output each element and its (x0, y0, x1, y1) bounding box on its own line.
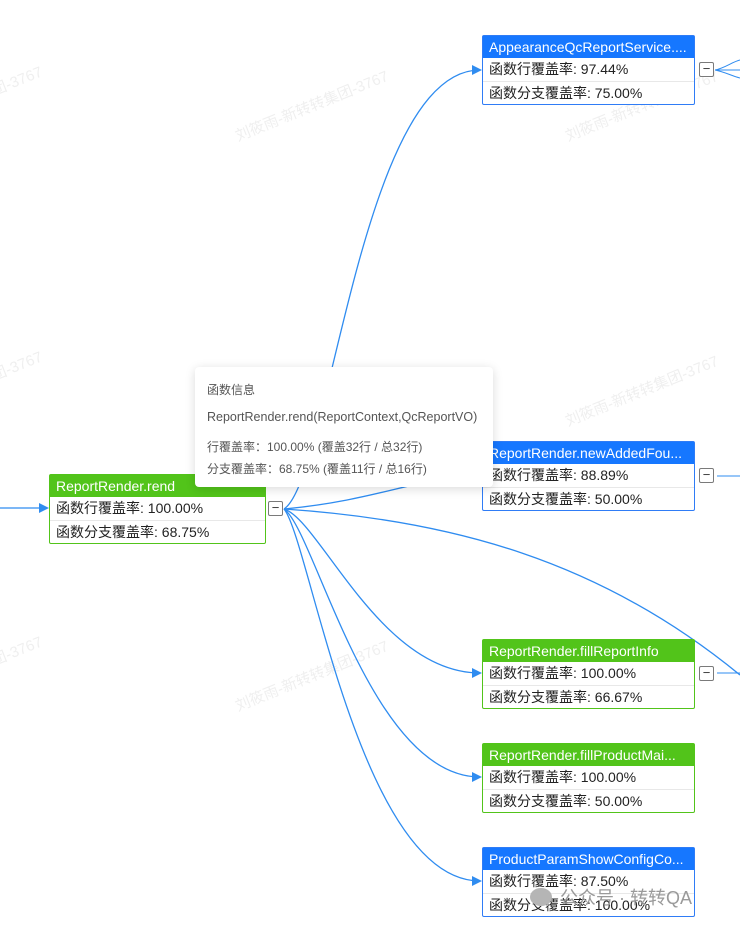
wechat-account-watermark: 公众号 · 转转QA (530, 884, 692, 910)
child-node-fillreportinfo[interactable]: ReportRender.fillReportInfo 函数行覆盖率: 100.… (482, 639, 695, 709)
collapse-button[interactable]: − (699, 666, 714, 681)
line-coverage: 函数行覆盖率: 87.50% (489, 873, 629, 889)
tooltip-line-coverage: 行覆盖率：100.00% (覆盖32行 / 总32行) (207, 440, 423, 454)
edge-appearance-out (714, 59, 740, 71)
collapse-button[interactable]: − (699, 62, 714, 77)
node-title: ProductParamShowConfigCo... (483, 848, 694, 870)
branch-coverage: 函数分支覆盖率: 50.00% (483, 487, 694, 511)
branch-coverage: 函数分支覆盖率: 66.67% (483, 685, 694, 709)
child-node-newadded[interactable]: ReportRender.newAddedFou... 函数行覆盖率: 88.8… (482, 441, 695, 511)
child-node-appearance[interactable]: AppearanceQcReportService.... 函数行覆盖率: 97… (482, 35, 695, 105)
account-name: 公众号 · 转转QA (560, 888, 693, 908)
tooltip-signature: ReportRender.rend(ReportContext,QcReport… (207, 410, 478, 424)
edge-offscreen (283, 508, 740, 676)
child-node-fillproduct[interactable]: ReportRender.fillProductMai... 函数行覆盖率: 1… (482, 743, 695, 813)
line-coverage: 函数行覆盖率: 88.89% (489, 467, 629, 483)
node-title: ReportRender.newAddedFou... (483, 442, 694, 464)
branch-coverage: 函数分支覆盖率: 100.00% (483, 893, 694, 917)
wechat-icon (530, 888, 552, 906)
tooltip-branch-coverage: 分支覆盖率：68.75% (覆盖11行 / 总16行) (207, 462, 427, 476)
node-title: ReportRender.fillProductMai... (483, 744, 694, 766)
edge-to-fillproduct (283, 508, 482, 782)
edge-to-productparam (283, 508, 482, 886)
tooltip-title: 函数信息 (207, 383, 256, 397)
edge-appearance-out (714, 69, 740, 79)
branch-coverage: 函数分支覆盖率: 75.00% (483, 81, 694, 105)
edge-to-fillreportinfo (283, 508, 482, 678)
line-coverage: 函数行覆盖率: 100.00% (489, 769, 637, 785)
branch-coverage: 函数分支覆盖率: 68.75% (50, 520, 265, 544)
collapse-button[interactable]: − (268, 501, 283, 516)
branch-coverage: 函数分支覆盖率: 50.00% (483, 789, 694, 813)
function-info-tooltip: 函数信息 ReportRender.rend(ReportContext,QcR… (195, 367, 493, 487)
node-title: ReportRender.fillReportInfo (483, 640, 694, 662)
root-node[interactable]: ReportRender.rend 函数行覆盖率: 100.00% 函数分支覆盖… (49, 474, 266, 544)
node-title: AppearanceQcReportService.... (483, 36, 694, 58)
line-coverage: 函数行覆盖率: 100.00% (56, 500, 204, 516)
child-node-productparam[interactable]: ProductParamShowConfigCo... 函数行覆盖率: 87.5… (482, 847, 695, 917)
line-coverage: 函数行覆盖率: 100.00% (489, 665, 637, 681)
collapse-button[interactable]: − (699, 468, 714, 483)
line-coverage: 函数行覆盖率: 97.44% (489, 61, 629, 77)
